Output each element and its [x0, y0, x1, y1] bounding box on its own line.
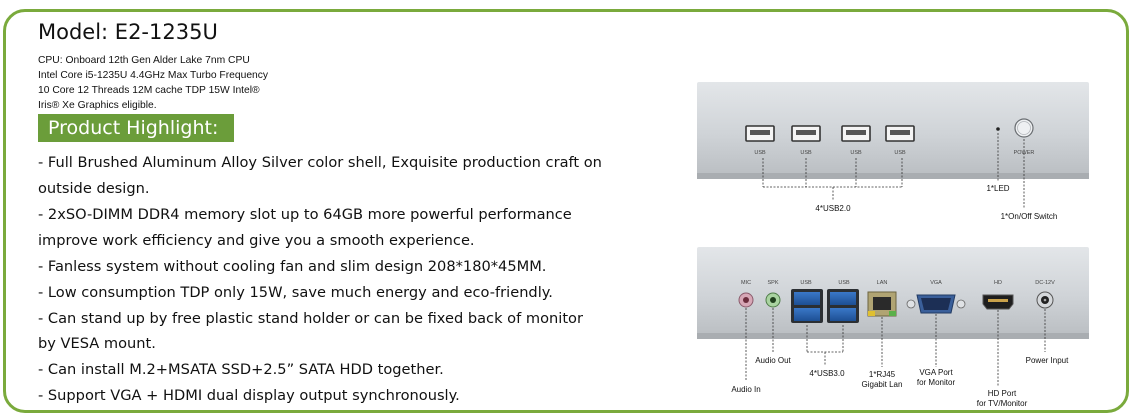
- front-usb-port-3: [841, 125, 871, 142]
- mic-jack-icon: [738, 292, 754, 308]
- front-usb-port-2: [791, 125, 821, 142]
- rear-callout-lines: [745, 308, 1046, 386]
- usb2-callout: 4*USB2.0: [815, 204, 851, 213]
- front-panel: USB USB USB USB POWER 4*USB2.0 1*LED 1*O…: [697, 82, 1089, 221]
- rear-label-vga: VGA: [930, 280, 942, 286]
- rear-label-usb-1: USB: [800, 280, 812, 286]
- rear-label-spk: SPK: [767, 280, 778, 286]
- audio-out-callout: Audio Out: [755, 356, 791, 365]
- usb3-callout: 4*USB3.0: [809, 369, 845, 378]
- front-usb-port-1: [745, 125, 775, 142]
- product-highlight-banner: Product Highlight:: [38, 114, 234, 142]
- vga-port-icon: [906, 294, 966, 314]
- feature-line-6: - Low consumption TDP only 15W, save muc…: [38, 284, 553, 301]
- feature-line-1: - Full Brushed Aluminum Alloy Silver col…: [38, 154, 602, 171]
- hd-callout-line-1: HD Port: [988, 389, 1017, 398]
- front-usb-port-4: [885, 125, 915, 142]
- rear-usb3-ports: [791, 289, 859, 323]
- spec-line-3: 10 Core 12 Threads 12M cache TDP 15W Int…: [38, 85, 260, 96]
- spec-line-1: CPU: Onboard 12th Gen Alder Lake 7nm CPU: [38, 55, 250, 66]
- front-port-label-1: USB: [754, 150, 766, 156]
- on-off-switch-callout: 1*On/Off Switch: [1001, 212, 1058, 221]
- model-title: Model: E2-1235U: [38, 20, 218, 44]
- rj45-callout-line-1: 1*RJ45: [869, 370, 896, 379]
- dc-power-jack-icon: [1036, 291, 1054, 309]
- feature-line-5: - Fanless system without cooling fan and…: [38, 258, 547, 275]
- feature-line-8: by VESA mount.: [38, 335, 156, 352]
- content-frame: [3, 9, 1129, 413]
- hd-callout-line-2: for TV/Monitor: [977, 399, 1028, 408]
- front-port-label-2: USB: [800, 150, 812, 156]
- hdmi-port-icon: [982, 294, 1014, 310]
- led-indicator-icon: [996, 127, 1000, 131]
- audio-in-callout: Audio In: [731, 385, 760, 394]
- feature-line-9: - Can install M.2+MSATA SSD+2.5” SATA HD…: [38, 361, 444, 378]
- spec-line-2: Intel Core i5-1235U 4.4GHz Max Turbo Fre…: [38, 70, 269, 81]
- led-callout: 1*LED: [986, 184, 1009, 193]
- front-port-label-3: USB: [850, 150, 862, 156]
- spec-line-4: Iris® Xe Graphics eligible.: [38, 100, 157, 111]
- power-input-callout: Power Input: [1026, 356, 1069, 365]
- rear-label-usb-2: USB: [838, 280, 850, 286]
- rear-panel: MIC SPK USB USB LAN VGA HD DC-12V: [697, 247, 1089, 408]
- vga-callout-line-1: VGA Port: [919, 368, 953, 377]
- feature-line-4: improve work efficiency and give you a s…: [38, 232, 475, 249]
- front-panel-edge: [697, 173, 1089, 179]
- rear-label-hd: HD: [994, 280, 1002, 286]
- feature-line-10: - Support VGA + HDMI dual display output…: [38, 387, 460, 404]
- front-port-label-4: USB: [894, 150, 906, 156]
- feature-line-3: - 2xSO-DIMM DDR4 memory slot up to 64GB …: [38, 206, 572, 223]
- rear-label-dc12v: DC-12V: [1035, 280, 1055, 286]
- speaker-jack-icon: [765, 292, 781, 308]
- rj45-lan-port-icon: [867, 291, 897, 317]
- rear-label-mic: MIC: [741, 280, 751, 286]
- rj45-callout-line-2: Gigabit Lan: [862, 380, 903, 389]
- usb2-callout-bracket: [762, 133, 1025, 208]
- feature-line-2: outside design.: [38, 180, 150, 197]
- vga-callout-line-2: for Monitor: [917, 378, 956, 387]
- feature-line-7: - Can stand up by free plastic stand hol…: [38, 310, 583, 327]
- rear-label-lan: LAN: [877, 280, 888, 286]
